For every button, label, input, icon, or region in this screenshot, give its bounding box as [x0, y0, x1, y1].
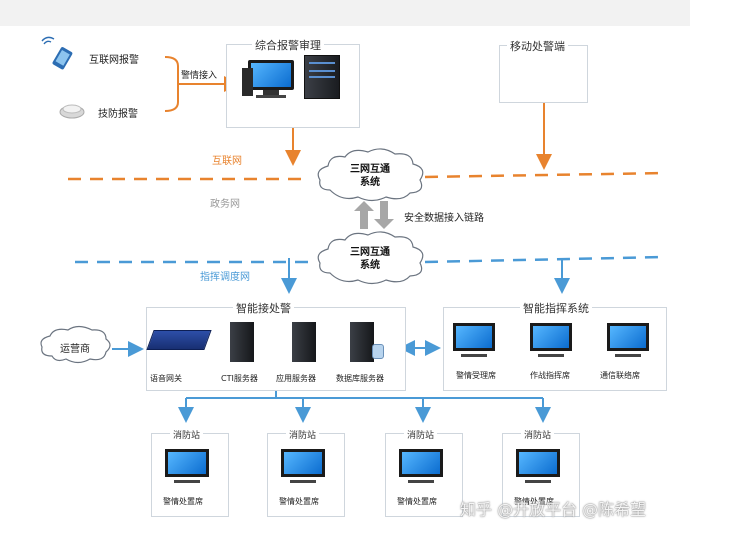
- workstation-icon: [530, 323, 572, 357]
- fire-station-box-4: [502, 433, 580, 517]
- workstation-icon: [165, 449, 209, 483]
- cloud-lower-text: 三网互通 系统: [335, 246, 405, 272]
- workstation-icon: [453, 323, 495, 357]
- internet-alarm-label: 互联网报警: [89, 55, 139, 66]
- workstation-icon: [399, 449, 443, 483]
- mobile-box-title: 移动处警端: [507, 38, 568, 54]
- cloud-upper-line2: 系统: [360, 177, 380, 188]
- fire-station-seat-4: 警情处置席: [514, 497, 554, 506]
- top-banner: [0, 0, 690, 26]
- internet-network-label: 互联网: [212, 156, 242, 167]
- cloud-upper-line1: 三网互通: [350, 164, 390, 175]
- tower-pc-icon: [242, 68, 253, 96]
- comm-liaison-seat-label: 通信联络席: [600, 371, 640, 380]
- fire-station-seat-2: 警情处置席: [279, 497, 319, 506]
- dispatch-network-label: 指挥调度网: [200, 272, 250, 283]
- watermark: 知乎 @开放平台 @陈希望: [460, 500, 647, 519]
- workstation-icon: [281, 449, 325, 483]
- db-server-label: 数据库服务器: [336, 374, 384, 383]
- workstation-icon: [248, 60, 294, 98]
- smoke-detector-icon: [59, 104, 85, 119]
- app-server-icon: [292, 322, 316, 362]
- cti-server-label: CTI服务器: [221, 374, 258, 383]
- cloud-lower-line1: 三网互通: [350, 247, 390, 258]
- fire-station-seat-3: 警情处置席: [397, 497, 437, 506]
- smart-alarm-title: 智能接处警: [233, 300, 294, 316]
- cloud-lower-shape: [317, 231, 424, 285]
- db-server-icon: [350, 322, 374, 362]
- fire-station-title-2: 消防站: [286, 428, 320, 441]
- workstation-icon: [607, 323, 649, 357]
- alarm-access-label: 警情接入: [181, 71, 218, 81]
- fire-station-seat-1: 警情处置席: [163, 497, 203, 506]
- smart-command-title: 智能指挥系统: [520, 300, 592, 316]
- secure-link-label: 安全数据接入链路: [404, 213, 484, 224]
- cloud-upper-text: 三网互通 系统: [335, 163, 405, 189]
- fire-station-title-4: 消防站: [521, 428, 555, 441]
- voice-gateway-icon: [146, 330, 212, 350]
- fire-station-title-3: 消防站: [404, 428, 438, 441]
- combat-command-seat-label: 作战指挥席: [530, 371, 570, 380]
- cloud-operator-shape: [40, 325, 111, 364]
- server-icon: [304, 55, 340, 99]
- phone-icon: [41, 36, 73, 70]
- cloud-lower-line2: 系统: [360, 260, 380, 271]
- gov-network-label: 政务网: [210, 199, 240, 210]
- cloud-upper-shape: [317, 148, 424, 202]
- workstation-icon: [516, 449, 560, 483]
- fire-station-title-1: 消防站: [170, 428, 204, 441]
- mobile-box: [499, 45, 588, 103]
- app-server-label: 应用服务器: [276, 374, 316, 383]
- operator-label: 运营商: [60, 344, 90, 355]
- alarm-receive-seat-label: 警情受理席: [456, 371, 496, 380]
- cti-server-icon: [230, 322, 254, 362]
- review-box-title: 综合报警审理: [252, 37, 324, 53]
- voice-gateway-label: 语音网关: [150, 374, 182, 383]
- database-icon: [372, 344, 384, 359]
- tech-alarm-label: 技防报警: [98, 109, 138, 120]
